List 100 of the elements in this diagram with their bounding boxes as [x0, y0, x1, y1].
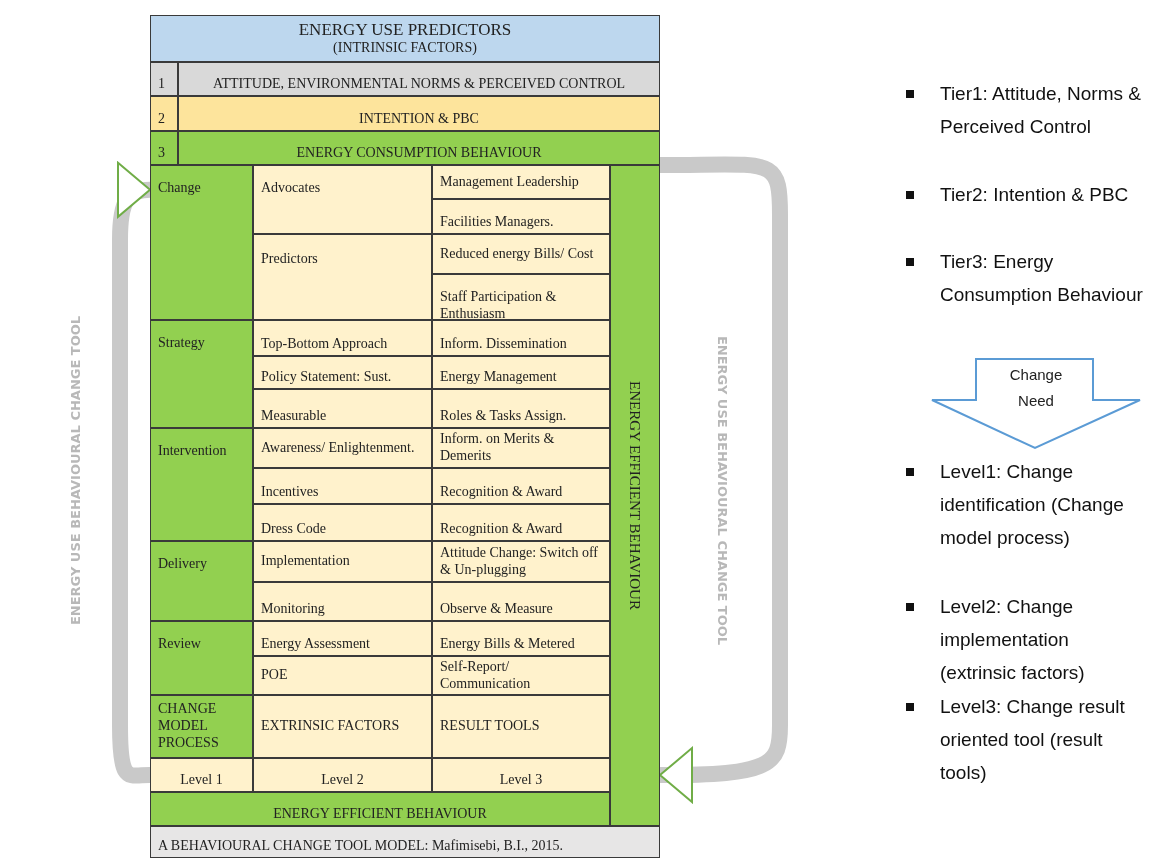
cell-text: Level 2 [321, 772, 364, 789]
cell-text: Recognition & Award [440, 484, 563, 501]
table-cell [150, 695, 253, 758]
cell-text: Inform. on Merits & Demerits [440, 431, 556, 465]
table-cell [253, 504, 432, 541]
cell-text: Facilities Managers. [440, 214, 554, 231]
table-cell [253, 468, 432, 504]
arrow-text: Change Need [1008, 365, 1064, 411]
cell-text: Change [158, 180, 201, 197]
table-cell [432, 541, 610, 582]
header-cell [150, 15, 660, 62]
table-cell [432, 199, 610, 234]
cell-text: Energy Bills & Metered [440, 636, 575, 653]
table-cell [150, 96, 178, 131]
table-cell [432, 504, 610, 541]
table-cell [432, 621, 610, 656]
block-arrow [930, 358, 1142, 450]
cell-text: Energy Management [440, 369, 557, 386]
table-cell [253, 320, 432, 356]
table-cell [253, 389, 432, 428]
cell-text: Energy Assessment [261, 636, 370, 653]
cell-text: 3 [158, 145, 165, 162]
bullet-text: Level2: Change implementation (extrinsic factors) [940, 595, 1086, 685]
bullet-text: Tier1: Attitude, Norms & Perceived Control [940, 82, 1142, 139]
cell-text: RESULT TOOLS [440, 718, 540, 735]
cell-text: ENERGY EFFICIENT BEHAVIOUR [273, 806, 487, 823]
bullet-text: Level1: Change identification (Change model process) [940, 460, 1125, 550]
cell-text: Policy Statement: Sust. [261, 369, 392, 386]
table-cell [432, 320, 610, 356]
caption-cell [150, 826, 660, 858]
table-cell [253, 621, 432, 656]
cell-text: Intervention [158, 443, 227, 460]
table-cell [253, 356, 432, 389]
table-cell [432, 234, 610, 274]
cell-text: Predictors [261, 251, 318, 268]
table-cell [432, 389, 610, 428]
cell-text: Awareness/ Enlightenment. [261, 439, 415, 457]
cell-text: EXTRINSIC FACTORS [261, 718, 400, 735]
table-cell [432, 582, 610, 621]
cell-text: Top-Bottom Approach [261, 336, 388, 353]
table-cell [432, 165, 610, 199]
vertical-band-cell [610, 165, 660, 826]
table-cell [150, 428, 253, 541]
curved-block-arrow [659, 156, 788, 803]
cell-text: Delivery [158, 556, 207, 573]
table-cell [432, 758, 610, 792]
table-cell [150, 792, 610, 826]
table-cell [150, 758, 253, 792]
cell-text: 2 [158, 111, 165, 128]
cell-text: Staff Participation & Enthusiasm [440, 289, 558, 323]
cell-text: Advocates [261, 180, 321, 197]
table-cell [253, 695, 432, 758]
cell-text: Self-Report/ Communication [440, 658, 532, 693]
header-title: ENERGY USE PREDICTORS [298, 19, 512, 41]
cell-text: Strategy [158, 335, 205, 352]
table-cell [150, 62, 178, 96]
cell-text: CHANGE MODEL PROCESS [158, 701, 220, 752]
table-cell [178, 96, 660, 131]
table-cell [150, 320, 253, 428]
cell-text: Measurable [261, 408, 327, 425]
cell-text: ENERGY CONSUMPTION BEHAVIOUR [296, 145, 542, 162]
cell-text: ENERGY EFFICIENT BEHAVIOUR [626, 381, 644, 610]
cell-text: Observe & Measure [440, 601, 553, 618]
curved-block-arrow [112, 163, 151, 784]
table-cell [432, 274, 610, 320]
table-cell [253, 656, 432, 695]
table-cell [253, 428, 432, 468]
table-cell [150, 131, 178, 165]
table-cell [253, 582, 432, 621]
cell-text: A BEHAVIOURAL CHANGE TOOL MODEL: Mafimisebi, B.I., 2015. [158, 838, 563, 855]
cell-text: Roles & Tasks Assign. [440, 408, 567, 425]
table-cell [432, 695, 610, 758]
table-cell [432, 656, 610, 695]
table-cell [178, 131, 660, 165]
table-cell [432, 468, 610, 504]
cell-text: Dress Code [261, 521, 326, 538]
table-cell [150, 165, 253, 320]
table-cell [253, 541, 432, 582]
table-cell [253, 165, 432, 234]
cell-text: 1 [158, 76, 165, 93]
table-cell [432, 356, 610, 389]
table-cell [432, 428, 610, 468]
cell-text: Level 3 [499, 772, 543, 789]
cell-text: Management Leadership [440, 173, 579, 191]
cell-text: INTENTION & PBC [359, 111, 479, 128]
header-subtitle: (INTRINSIC FACTORS) [333, 40, 477, 58]
bullet-text: Level3: Change result oriented tool (result tools) [940, 695, 1126, 785]
cell-text: POE [261, 667, 288, 684]
cell-text: Level 1 [180, 772, 223, 789]
cell-text: Inform. Dissemination [440, 336, 567, 353]
table-cell [253, 758, 432, 792]
cell-text: Implementation [261, 553, 350, 570]
cell-text: Monitoring [261, 601, 325, 618]
cell-text: Review [158, 636, 201, 653]
cell-text: Reduced energy Bills/ Cost [440, 245, 594, 263]
cell-text: Recognition & Award [440, 521, 563, 538]
cell-text: ATTITUDE, ENVIRONMENTAL NORMS & PERCEIVED CONTROL [212, 76, 626, 93]
cell-text: Attitude Change: Switch off & Un-plugging [440, 544, 599, 579]
table-cell [150, 621, 253, 695]
bullet-text: Tier2: Intention & PBC [940, 183, 1130, 207]
